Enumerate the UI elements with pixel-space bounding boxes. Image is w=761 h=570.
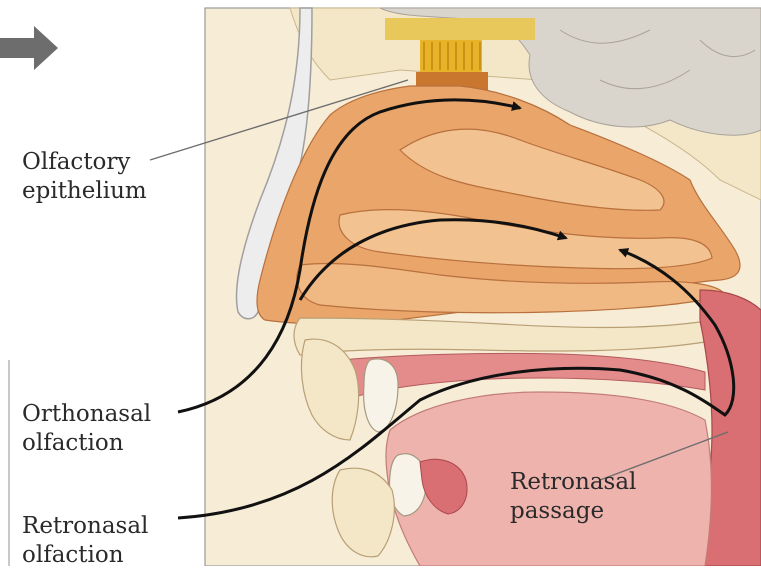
- label-orthonasal-olfaction: Orthonasal olfaction: [22, 400, 151, 458]
- label-olfactory-line1: Olfactory: [22, 148, 147, 177]
- label-retronasal-passage: Retronasal passage: [510, 468, 636, 526]
- pointer-arrow-icon: [0, 26, 58, 70]
- label-passage-line2: passage: [510, 497, 636, 526]
- label-retronasal-olfaction: Retronasal olfaction: [22, 512, 148, 570]
- anatomy-illustration: [205, 8, 761, 566]
- label-olfactory-epithelium: Olfactory epithelium: [22, 148, 147, 206]
- label-orthonasal-line1: Orthonasal: [22, 400, 151, 429]
- label-retronasal-olf-line1: Retronasal: [22, 512, 148, 541]
- label-orthonasal-line2: olfaction: [22, 429, 151, 458]
- label-passage-line1: Retronasal: [510, 468, 636, 497]
- label-olfactory-line2: epithelium: [22, 177, 147, 206]
